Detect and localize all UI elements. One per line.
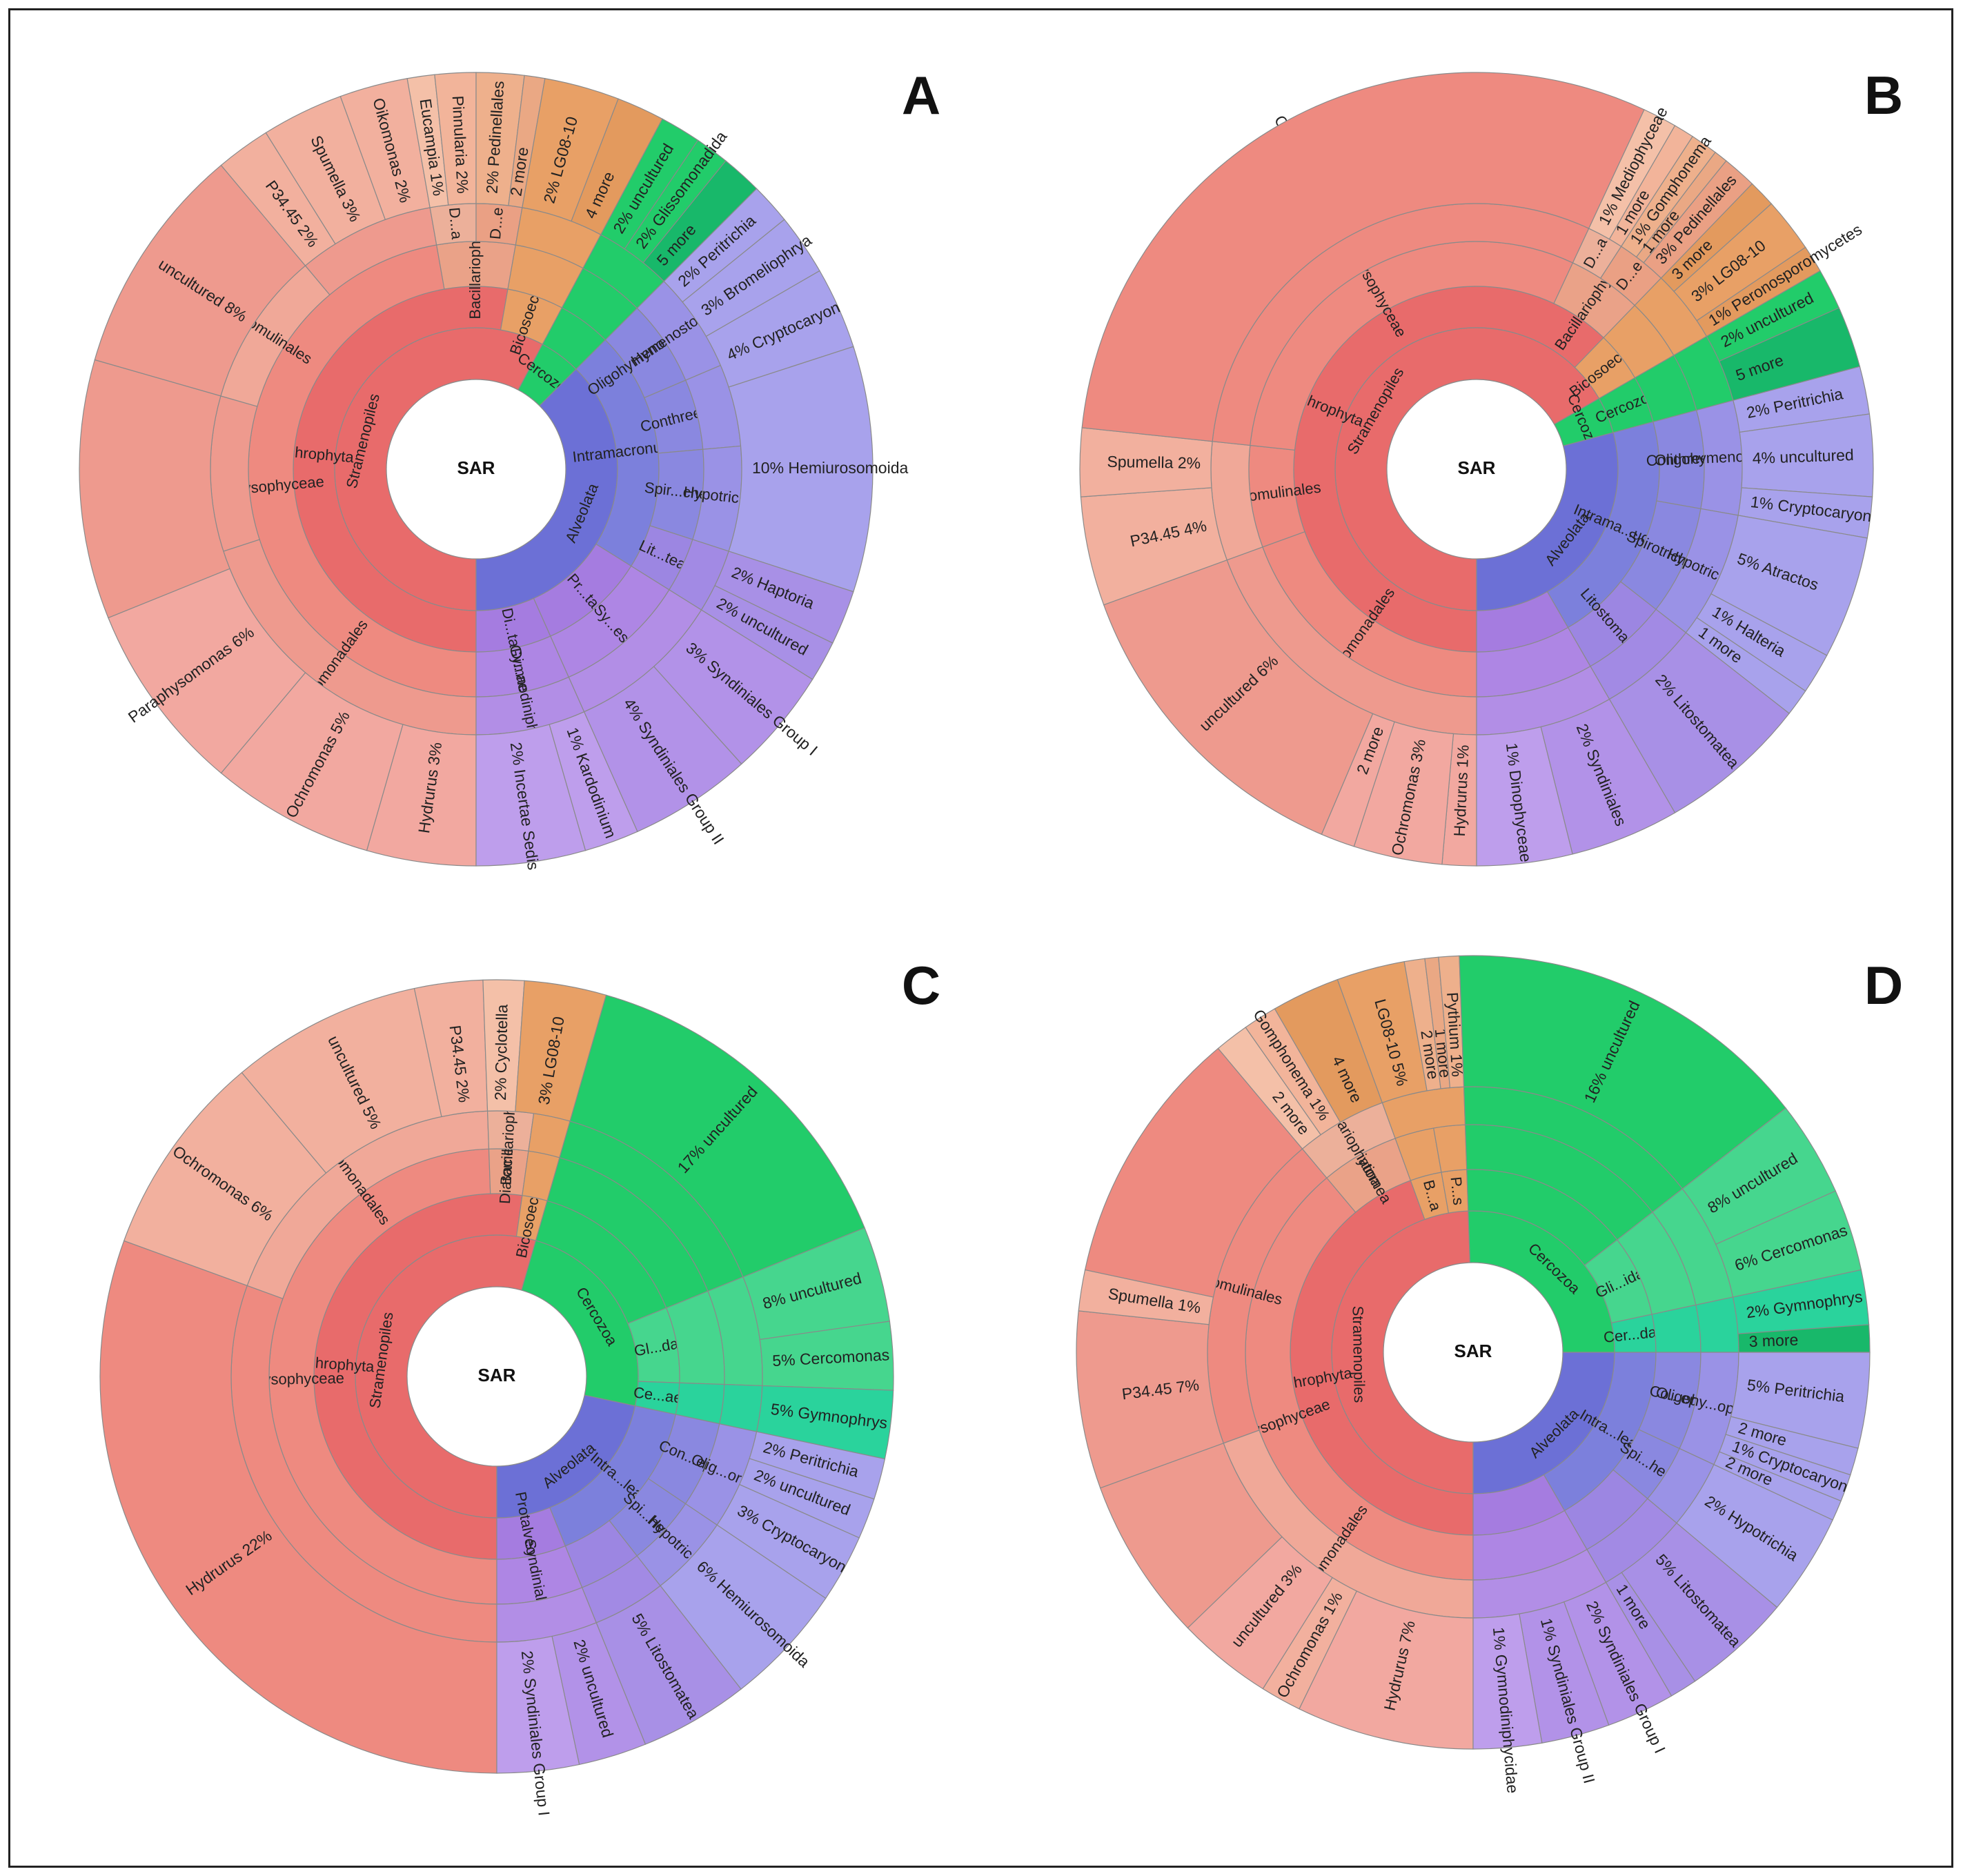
segment-label: D...a bbox=[446, 206, 466, 240]
segment-label: D...e bbox=[486, 206, 506, 239]
segment-ring4[interactable] bbox=[1081, 72, 1645, 442]
panel-letter: A bbox=[902, 65, 940, 126]
genus-label: 4% uncultured bbox=[1752, 446, 1854, 467]
segment-hydrurus[interactable] bbox=[99, 1240, 497, 1774]
sunburst-panel-d: StramenopilesCercozoaAlveolataOchrophyta… bbox=[1076, 955, 1903, 1794]
panel-letter: B bbox=[1864, 65, 1903, 126]
center-label: SAR bbox=[1458, 457, 1496, 478]
center-label: SAR bbox=[478, 1365, 516, 1385]
segment-uncultured[interactable] bbox=[569, 994, 865, 1278]
segment-syndiniales-group-i[interactable] bbox=[496, 1635, 580, 1774]
segment-incertae-sedis[interactable] bbox=[475, 724, 586, 867]
panel-letter: C bbox=[902, 955, 940, 1016]
segment-gymnodiniphycidae[interactable] bbox=[1472, 1613, 1543, 1750]
center-hole bbox=[406, 1286, 587, 1467]
segment-label: Stramenopiles bbox=[1349, 1305, 1368, 1403]
figure-frame bbox=[8, 8, 1953, 1868]
genus-label: Hydrurus 1% bbox=[1450, 744, 1472, 837]
segment-label: P...s bbox=[1448, 1176, 1468, 1206]
segment-ring3[interactable] bbox=[1695, 1296, 1739, 1353]
center-hole bbox=[386, 379, 566, 560]
center-label: SAR bbox=[457, 457, 495, 478]
panel-letter: D bbox=[1864, 955, 1903, 1016]
sunburst-panel-a: StramenopilesCercozoaAlveolataOchrophyta… bbox=[79, 65, 940, 871]
center-hole bbox=[1383, 1262, 1564, 1443]
genus-label: 2% Cyclotella bbox=[491, 1004, 511, 1100]
center-hole bbox=[1386, 379, 1567, 560]
segment-uncultured[interactable] bbox=[1459, 955, 1786, 1189]
genus-label: 3 more bbox=[1748, 1331, 1798, 1350]
center-label: SAR bbox=[1454, 1341, 1492, 1361]
genus-label: 10% Hemiurosomoida bbox=[752, 459, 908, 477]
segment-dinophyceae[interactable] bbox=[1476, 726, 1573, 867]
segment-ring3[interactable] bbox=[719, 1383, 763, 1432]
genus-label: Spumella 2% bbox=[1107, 453, 1201, 472]
